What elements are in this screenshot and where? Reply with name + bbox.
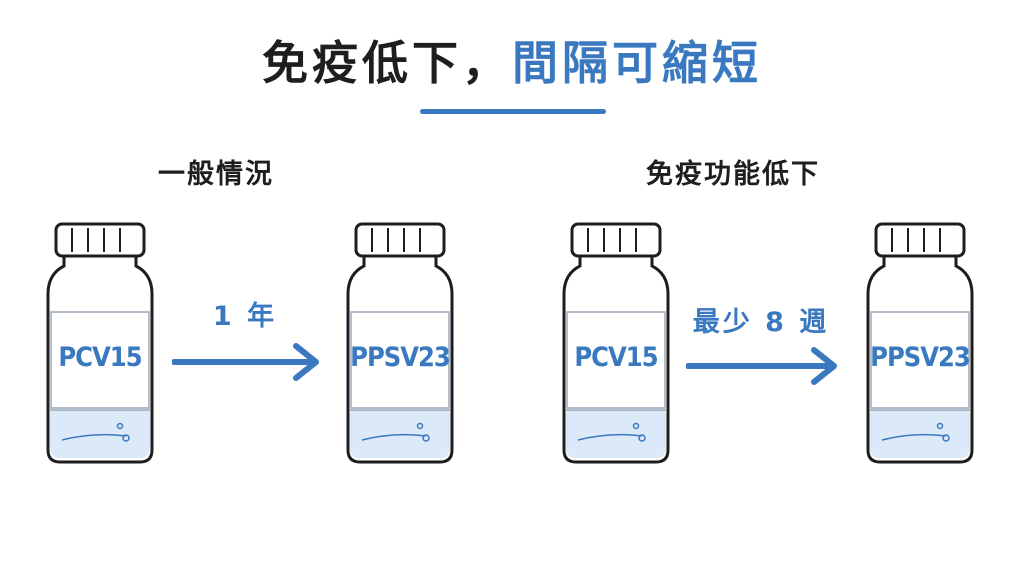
vial-pcv15-general: PCV15 bbox=[44, 222, 156, 472]
vial-ppsv23-immunocompromised: PPSV23 bbox=[864, 222, 976, 472]
vial-icon bbox=[866, 222, 974, 464]
title-part-2: 間隔可縮短 bbox=[512, 36, 762, 90]
interval-label-immunocompromised: 最少 8 週 bbox=[692, 307, 830, 338]
vial-ppsv23-general: PPSV23 bbox=[344, 222, 456, 472]
arrow-right-icon bbox=[172, 343, 319, 381]
group-label-general: 一般情況 bbox=[158, 159, 274, 190]
arrow-right-icon bbox=[686, 347, 837, 385]
vaccine-label: PCV15 bbox=[574, 342, 658, 373]
group-label-immunocompromised: 免疫功能低下 bbox=[646, 159, 820, 190]
title-underline bbox=[420, 109, 606, 114]
page-title: 免疫低下，間隔可縮短 bbox=[0, 28, 1024, 98]
vial-pcv15-immunocompromised: PCV15 bbox=[560, 222, 672, 472]
vaccine-label: PPSV23 bbox=[870, 342, 971, 373]
interval-label-general: 1 年 bbox=[212, 301, 278, 332]
vial-icon bbox=[46, 222, 154, 464]
vaccine-label: PPSV23 bbox=[350, 342, 451, 373]
title-part-1: 免疫低下， bbox=[262, 36, 512, 90]
vial-icon bbox=[562, 222, 670, 464]
vaccine-label: PCV15 bbox=[58, 342, 142, 373]
vial-icon bbox=[346, 222, 454, 464]
